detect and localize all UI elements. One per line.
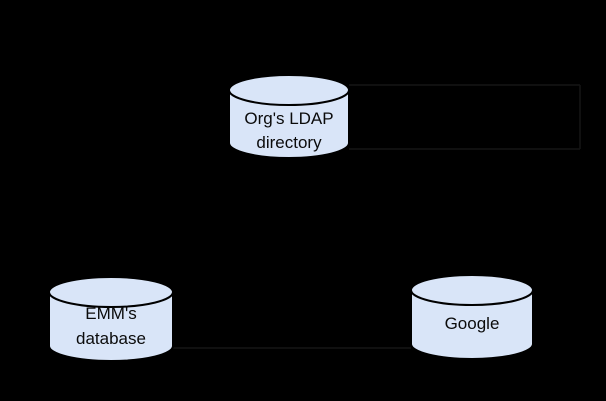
- connector-lines: [173, 84, 581, 349]
- node-google: Google: [410, 274, 534, 360]
- node-label: EMM's: [85, 304, 136, 323]
- node-label: Google: [445, 314, 500, 333]
- node-label: database: [76, 329, 146, 348]
- cylinder-top: [48, 276, 174, 308]
- node-label: Org's LDAP: [244, 109, 333, 128]
- node-emm-database: EMM's database: [48, 276, 174, 362]
- node-org-ldap-directory: Org's LDAP directory: [228, 74, 350, 159]
- cylinder-top: [410, 274, 534, 306]
- node-label: directory: [256, 133, 322, 152]
- cylinder-top: [228, 74, 350, 106]
